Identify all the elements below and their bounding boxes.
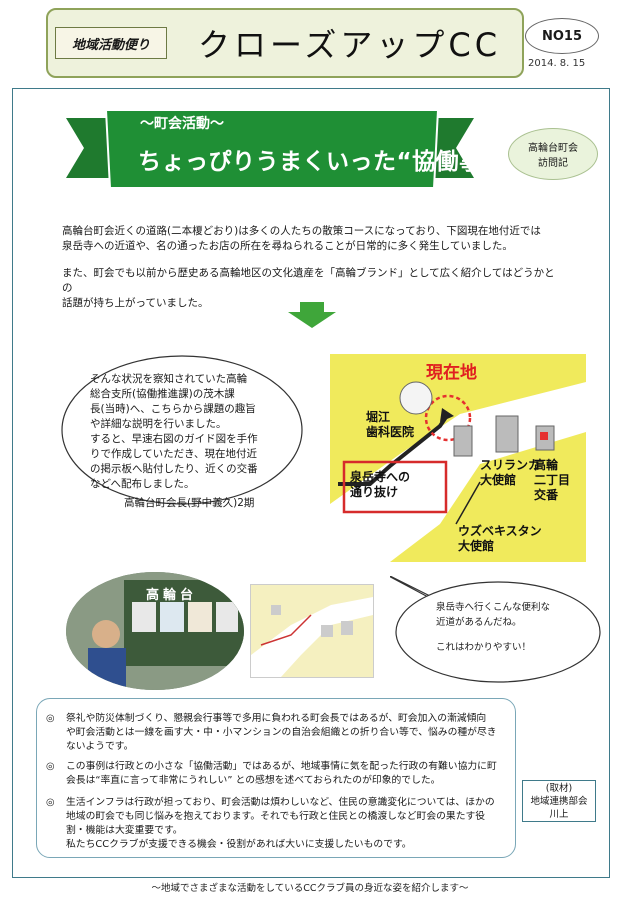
intro-line: 話題が持ち上がっていました。 <box>62 297 209 309</box>
map-koban-line: 交番 <box>534 488 559 502</box>
note-1: ◎ 祭礼や防災体制づくり、懇親会行事等で多用に負われる町会長ではあるが、町会加入の… <box>46 712 502 754</box>
notes-box <box>36 698 516 858</box>
note-marker: ◎ <box>46 713 55 724</box>
intro-line: 泉岳寺への近道や、名の通ったお店の所在を尋ねられることが日常的に多く発生していま… <box>62 240 513 252</box>
map-dental-line: 堀江 <box>366 410 391 424</box>
note-line: ないようです。 <box>66 741 134 752</box>
map-koban: 高輪 二丁目 交番 <box>534 458 570 503</box>
credit-line: 地域連携部会 <box>530 795 588 807</box>
map-uzbek-line: ウズベキスタン <box>458 524 542 538</box>
content-frame <box>12 88 610 878</box>
note-3: ◎ 生活インフラは行政が担っており、町会活動は煩わしいなど、住民の意識変化について… <box>46 796 502 852</box>
intro-paragraph-2: また、町会でも以前から歴史ある高輪地区の文化遺産を「高輪ブランド」として広く紹介… <box>62 266 562 311</box>
visit-label-line: 高輪台町会 <box>528 143 578 154</box>
bubble-line: などへ配布しました。 <box>90 478 195 490</box>
visit-label: 高輪台町会 訪問記 <box>508 128 598 180</box>
photo-sign: 高輪台 <box>146 588 198 603</box>
map-shortcut-line: 泉岳寺への <box>350 470 411 484</box>
issue-number: NO15 <box>525 18 599 54</box>
small-map-image <box>251 597 373 677</box>
bubble-line: すると、早速右図のガイド図を手作 <box>90 433 258 445</box>
note-line: 割・機能は大変重要です。 <box>66 825 183 836</box>
newsletter-title: クローズアップCC <box>198 26 502 64</box>
map-koban-line: 二丁目 <box>534 473 571 487</box>
guide-map: 現在地 堀江 歯科医院 泉岳寺への 通り抜け スリランカ 大使館 高輪 二丁目 … <box>330 354 586 562</box>
photo-notice-board: 高輪台 <box>66 572 244 690</box>
small-guide-map <box>250 584 374 678</box>
map-current-location: 現在地 <box>426 363 477 383</box>
map-srilanka-line: スリランカ <box>480 458 541 472</box>
photo-image <box>66 572 244 690</box>
bubble-line: の掲示板へ貼付したり、近くの交番 <box>90 463 258 475</box>
credit-line: (取材) <box>545 782 573 794</box>
note-line: や町会活動とは一線を画す大・中・小マンションの自治会組織との折り合い等で、悩みの… <box>66 727 497 738</box>
credit-line: 川上 <box>549 808 569 820</box>
map-koban-line: 高輪 <box>534 458 559 472</box>
note-2: ◎ この事例は行政との小さな「協働活動」ではあるが、地域事情に気を配った行政の有難… <box>46 760 502 788</box>
note-line: 祭礼や防災体制づくり、懇親会行事等で多用に負われる町会長ではあるが、町会加入の漸… <box>66 713 487 724</box>
intro-line: また、町会でも以前から歴史ある高輪地区の文化遺産を「高輪ブランド」として広く紹介… <box>62 267 555 294</box>
bubble-right-line: 泉岳寺へ行くこんな便利な <box>436 602 551 613</box>
map-dental: 堀江 歯科医院 <box>366 410 414 440</box>
map-shortcut-line: 通り抜け <box>350 485 399 499</box>
map-srilanka: スリランカ 大使館 <box>480 458 540 488</box>
map-dental-line: 歯科医院 <box>366 425 415 439</box>
footer-caption: ～地域でさまざまな活動をしているCCクラブ員の身近な姿を紹介します～ <box>151 883 469 894</box>
bubble-right-emphasis: これはわかりやすい！ <box>436 642 532 653</box>
map-shortcut: 泉岳寺への 通り抜け <box>350 470 410 500</box>
speech-bubble-right <box>390 576 601 683</box>
note-line: この事例は行政との小さな「協働活動」ではあるが、地域事情に気を配った行政の有難い… <box>66 761 497 772</box>
banner-subtitle: ～町会活動～ <box>140 116 224 132</box>
bubble-right-text: 泉岳寺へ行くこんな便利な 近道があるんだね。 これはわかりやすい！ <box>436 600 586 655</box>
map-uzbek: ウズベキスタン 大使館 <box>458 524 542 554</box>
note-marker: ◎ <box>46 761 55 772</box>
map-srilanka-line: 大使館 <box>480 473 517 487</box>
bubble-line: や詳細な説明を行いました。 <box>90 418 227 430</box>
note-marker: ◎ <box>46 797 55 808</box>
down-arrow-icon <box>288 302 336 328</box>
credit-box: (取材) 地域連携部会 川上 <box>522 780 596 822</box>
signature: 高輪台町会長(野中義久)2期 <box>124 497 255 509</box>
newsletter-tag: 地域活動便り <box>55 27 167 59</box>
intro-paragraph-1: 高輪台町会近くの道路(二本榎どおり)は多くの人たちの散策コースになっており、下図… <box>62 224 562 254</box>
note-line: 生活インフラは行政が担っており、町会活動は煩わしいなど、住民の意識変化については… <box>66 797 495 808</box>
bubble-line: りで作成していただき、現在地付近 <box>90 448 257 460</box>
note-line: 地域の町会でも同じ悩みを抱えております。それでも行政と住民との橋渡しなど町会の果… <box>66 811 486 822</box>
issue-date: 2014. 8. 15 <box>528 58 586 69</box>
note-line: 私たちCCクラブが支援できる機会・役割があれば大いに支援したいものです。 <box>66 839 412 850</box>
speech-bubble-left <box>61 355 303 505</box>
bubble-right-line: 近道があるんだね。 <box>436 617 522 628</box>
banner-ribbon <box>66 109 474 189</box>
bubble-line: そんな状況を察知されていた高輪 <box>90 373 248 385</box>
map-uzbek-line: 大使館 <box>458 539 495 553</box>
note-line: 会長は“率直に言って非常にうれしい” との感想を述べておられたのが印象的でした。 <box>66 775 441 786</box>
visit-label-line: 訪問記 <box>538 158 568 169</box>
map-roads <box>330 381 586 562</box>
bubble-line: 長(当時)へ、こちらから課題の趣旨 <box>90 403 256 415</box>
bubble-left-text: そんな状況を察知されていた高輪 総合支所(協働推進課)の茂木課 長(当時)へ、こ… <box>90 372 280 492</box>
bubble-line: 総合支所(協働推進課)の茂木課 <box>90 388 235 400</box>
intro-line: 高輪台町会近くの道路(二本榎どおり)は多くの人たちの散策コースになっており、下図… <box>62 225 541 237</box>
banner-title: ちょっぴりうまくいった“協働事業” <box>138 149 522 175</box>
